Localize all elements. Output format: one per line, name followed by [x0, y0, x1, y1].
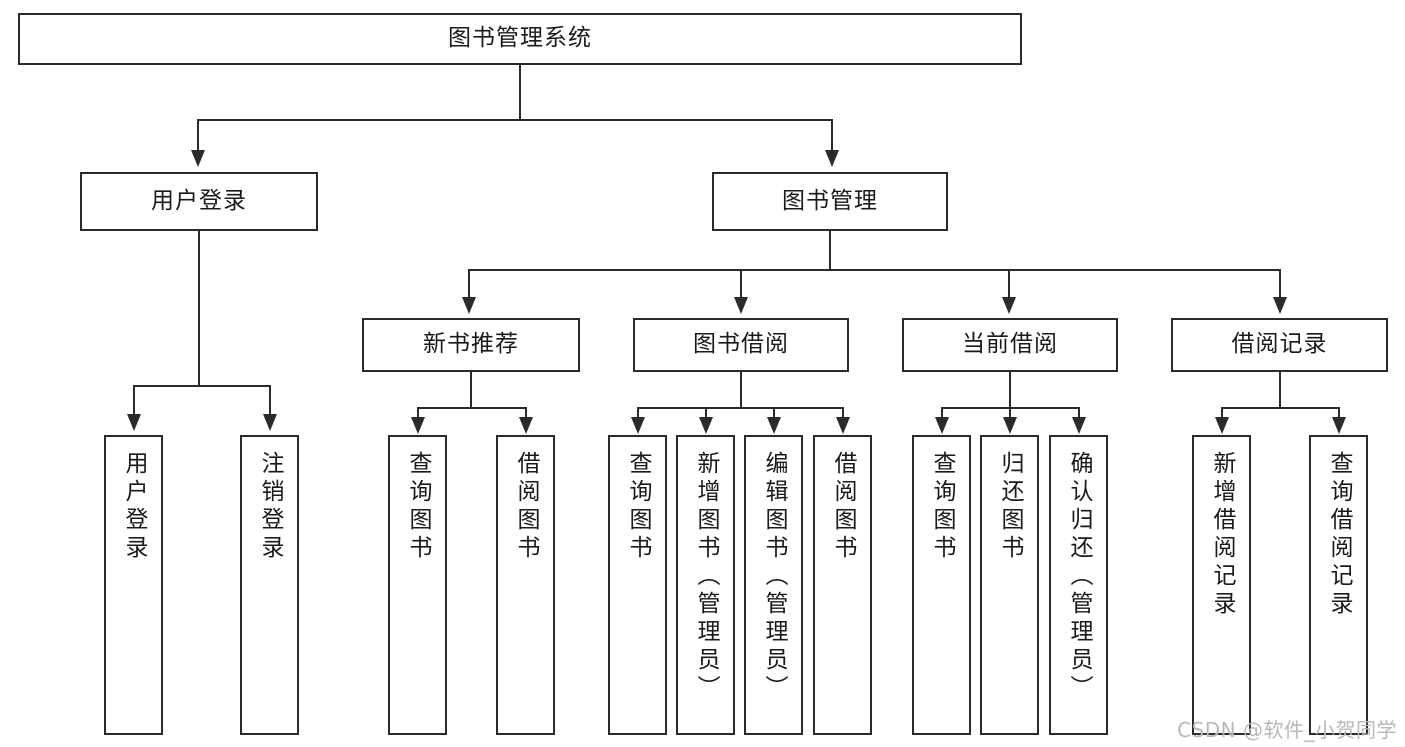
node-book-manage: 图书管理 — [712, 172, 948, 231]
arrow-book-manage-to-borrow-record — [1273, 297, 1287, 314]
node-user-login: 用户登录 — [80, 172, 318, 231]
edge-new-book-rec-bus — [417, 407, 527, 409]
edge-book-manage-stem — [829, 231, 831, 271]
leaf-borrow-book-borrow-label: 借阅图书 — [830, 451, 856, 563]
arrow-user-login-to-leaf-1 — [127, 414, 141, 431]
arrow-user-login-to-leaf-2 — [263, 414, 277, 431]
leaf-query-book-current-label: 查询图书 — [929, 451, 955, 563]
edge-borrow-record-bus — [1221, 407, 1340, 409]
leaf-confirm-return-admin-label: 确认归还（管理员） — [1066, 451, 1092, 703]
edge-user-login-to-leaf-2 — [269, 385, 271, 417]
edge-user-login-stem — [198, 231, 200, 386]
edge-book-manage-to-new-book-rec — [468, 269, 470, 301]
leaf-query-borrow-record: 查询借阅记录 — [1309, 435, 1368, 735]
edge-book-borrow-bus — [637, 407, 844, 409]
edge-current-borrow-to-leaf-2 — [1009, 407, 1011, 421]
node-user-login-label: 用户登录 — [151, 187, 247, 214]
edge-book-borrow-to-leaf-3 — [773, 407, 775, 421]
edge-current-borrow-stem — [1009, 372, 1011, 409]
leaf-query-book-borrow: 查询图书 — [608, 435, 667, 735]
arrow-book-manage-to-new-book-rec — [462, 297, 476, 314]
leaf-edit-book-admin: 编辑图书（管理员） — [744, 435, 803, 735]
leaf-query-book-recommend-label: 查询图书 — [405, 451, 431, 563]
arrow-book-manage-to-current-borrow — [1002, 297, 1016, 314]
edge-current-borrow-to-leaf-1 — [941, 407, 943, 421]
edge-user-login-bus — [133, 385, 271, 387]
edge-borrow-record-stem — [1279, 372, 1281, 409]
node-borrow-record-label: 借阅记录 — [1231, 331, 1328, 358]
leaf-borrow-book-borrow: 借阅图书 — [813, 435, 872, 735]
edge-root-to-user-login — [197, 119, 199, 154]
arrow-current-borrow-to-leaf-1 — [935, 417, 949, 434]
edge-book-manage-to-book-borrow — [740, 269, 742, 301]
arrow-current-borrow-to-leaf-2 — [1003, 417, 1017, 434]
leaf-borrow-book-recommend: 借阅图书 — [496, 435, 555, 735]
leaf-borrow-book-recommend-label: 借阅图书 — [513, 451, 539, 563]
arrow-root-to-user-login — [191, 150, 205, 167]
leaf-add-borrow-record-label: 新增借阅记录 — [1209, 451, 1235, 619]
arrow-new-book-rec-to-leaf-1 — [411, 417, 425, 434]
arrow-book-borrow-to-leaf-1 — [631, 417, 645, 434]
node-current-borrow-label: 当前借阅 — [962, 331, 1058, 358]
node-book-borrow: 图书借阅 — [633, 318, 849, 372]
edge-root-to-book-manage — [831, 119, 833, 154]
arrow-book-borrow-to-leaf-4 — [836, 417, 850, 434]
arrow-book-manage-to-book-borrow — [734, 297, 748, 314]
arrow-root-to-book-manage — [825, 150, 839, 167]
edge-book-borrow-to-leaf-4 — [842, 407, 844, 421]
leaf-query-book-current: 查询图书 — [912, 435, 971, 735]
leaf-add-book-admin-label: 新增图书（管理员） — [693, 451, 719, 703]
arrow-current-borrow-to-leaf-3 — [1072, 417, 1086, 434]
edge-user-login-to-leaf-1 — [133, 385, 135, 417]
arrow-borrow-record-to-leaf-1 — [1215, 417, 1229, 434]
edge-book-manage-to-current-borrow — [1008, 269, 1010, 301]
node-current-borrow: 当前借阅 — [902, 318, 1118, 372]
node-root-system-label: 图书管理系统 — [448, 25, 592, 52]
edge-new-book-rec-to-leaf-1 — [417, 407, 419, 421]
leaf-confirm-return-admin: 确认归还（管理员） — [1049, 435, 1108, 735]
arrow-book-borrow-to-leaf-3 — [767, 417, 781, 434]
edge-new-book-rec-to-leaf-2 — [525, 407, 527, 421]
leaf-add-book-admin: 新增图书（管理员） — [676, 435, 735, 735]
leaf-return-book-label: 归还图书 — [997, 451, 1023, 563]
edge-book-borrow-to-leaf-1 — [637, 407, 639, 421]
node-book-manage-label: 图书管理 — [782, 187, 878, 214]
edge-book-borrow-to-leaf-2 — [705, 407, 707, 421]
edge-borrow-record-to-leaf-2 — [1338, 407, 1340, 421]
edge-borrow-record-to-leaf-1 — [1221, 407, 1223, 421]
edge-book-borrow-stem — [740, 372, 742, 409]
edge-new-book-rec-stem — [470, 372, 472, 409]
edge-book-manage-to-borrow-record — [1279, 269, 1281, 301]
edge-current-borrow-to-leaf-3 — [1078, 407, 1080, 421]
edge-book-manage-bus — [468, 269, 1281, 271]
leaf-logout: 注销登录 — [240, 435, 299, 735]
leaf-user-login: 用户登录 — [104, 435, 163, 735]
leaf-query-borrow-record-label: 查询借阅记录 — [1326, 451, 1352, 619]
node-root-system: 图书管理系统 — [18, 13, 1022, 65]
arrow-new-book-rec-to-leaf-2 — [519, 417, 533, 434]
arrow-borrow-record-to-leaf-2 — [1332, 417, 1346, 434]
node-book-borrow-label: 图书借阅 — [693, 331, 789, 358]
arrow-book-borrow-to-leaf-2 — [699, 417, 713, 434]
leaf-query-book-recommend: 查询图书 — [388, 435, 447, 735]
node-new-book-recommend: 新书推荐 — [362, 318, 580, 372]
leaf-query-book-borrow-label: 查询图书 — [625, 451, 651, 563]
edge-root-bus — [197, 119, 833, 121]
leaf-edit-book-admin-label: 编辑图书（管理员） — [761, 451, 787, 703]
leaf-user-login-label: 用户登录 — [121, 451, 147, 563]
leaf-return-book: 归还图书 — [980, 435, 1039, 735]
leaf-add-borrow-record: 新增借阅记录 — [1192, 435, 1251, 735]
node-new-book-recommend-label: 新书推荐 — [423, 331, 519, 358]
edge-root-stem — [519, 65, 521, 120]
leaf-logout-label: 注销登录 — [257, 451, 283, 563]
node-borrow-record: 借阅记录 — [1171, 318, 1388, 372]
